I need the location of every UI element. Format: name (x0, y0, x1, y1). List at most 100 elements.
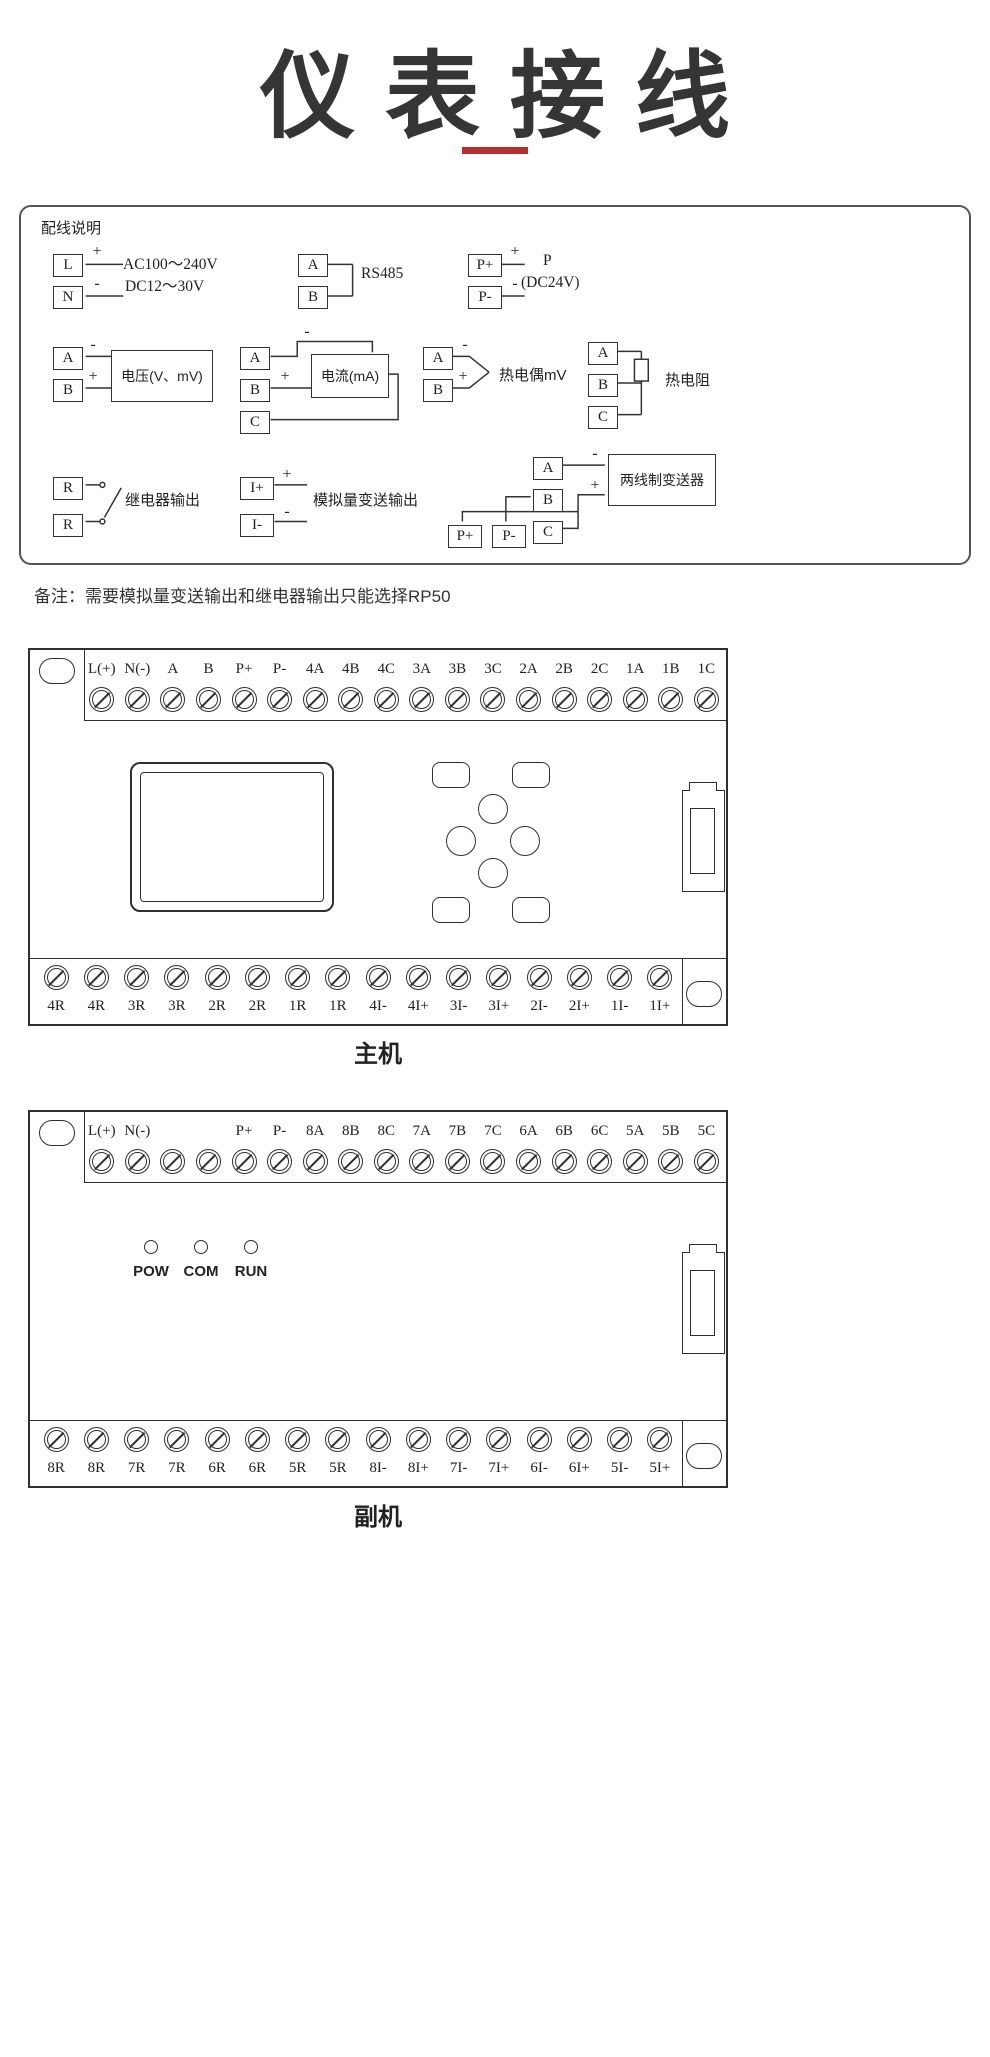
current-input-box: 电流(mA) (311, 354, 389, 398)
bottom-terminal-strip: 4R 4R 3R 3R 2R 2R (36, 962, 680, 1020)
terminal: L(+) (84, 1114, 120, 1174)
current-wires (270, 340, 399, 421)
terminal: L(+) (84, 652, 120, 712)
terminal-label: 4I- (369, 998, 387, 1014)
voltage-input-box: 电压(V、mV) (111, 350, 213, 402)
strip-line (30, 958, 726, 959)
terminal-label: 8C (377, 1123, 396, 1139)
terminal: 8R (36, 1424, 76, 1482)
indicator: COM (176, 1240, 226, 1280)
terminal-label: B (203, 661, 214, 677)
p24-wires (499, 263, 525, 297)
polarity-plus: + (282, 466, 292, 483)
polarity-minus: - (284, 503, 290, 520)
screw-terminal (373, 687, 399, 712)
terminal-label: 1I+ (649, 998, 671, 1014)
polarity-plus: + (510, 243, 520, 260)
screw-terminal (124, 1427, 150, 1452)
terminal: 7A (404, 1114, 440, 1174)
main-unit-caption: 主机 (354, 1041, 402, 1068)
polarity-minus: - (462, 336, 468, 353)
thermocouple-label: 热电偶mV (499, 367, 567, 384)
terminal: 2I- (519, 962, 559, 1020)
terminal: 2I+ (559, 962, 599, 1020)
terminal: P- (262, 652, 298, 712)
screw-terminal (486, 1427, 512, 1452)
screw-terminal (244, 1427, 270, 1452)
terminal-label: 6R (248, 1460, 267, 1476)
terminal-box-B: B (53, 379, 83, 402)
terminal-label: 6C (590, 1123, 609, 1139)
terminal-box-B: B (240, 379, 270, 402)
terminal-label: 3R (168, 998, 186, 1014)
screw-terminal (658, 687, 684, 712)
page-title: 仪表接线 (259, 44, 760, 150)
left-key (446, 826, 476, 856)
terminal: 8A (297, 1114, 333, 1174)
terminal: 1B (653, 652, 689, 712)
terminal-label: 8I+ (407, 1460, 429, 1476)
p24-label: P (543, 252, 552, 269)
screw-terminal (446, 965, 472, 990)
screw-terminal (373, 1149, 399, 1174)
terminal-label: 7A (412, 1123, 432, 1139)
two-wire-transmitter-box: 两线制变送器 (608, 454, 716, 506)
thermocouple-wires (451, 355, 490, 389)
terminal-label: 1C (697, 661, 716, 677)
screw-terminal (43, 965, 69, 990)
terminal: N(-) (120, 1114, 156, 1174)
strip-divider (84, 1112, 85, 1182)
terminal: 6C (582, 1114, 618, 1174)
terminal-label: P+ (235, 661, 253, 677)
screw-terminal (124, 1149, 150, 1174)
terminal-box-I-minus: I- (240, 514, 274, 537)
terminal-label: 7C (484, 1123, 502, 1139)
screw-terminal (204, 965, 230, 990)
function-key-top-right (512, 762, 550, 788)
terminal: 6B (546, 1114, 582, 1174)
screw-terminal (89, 1149, 115, 1174)
led-indicator (244, 1240, 258, 1254)
terminal-label: 2I- (530, 998, 548, 1014)
screw-terminal (302, 1149, 328, 1174)
terminal-box-P-plus: P+ (448, 525, 482, 548)
polarity-plus: + (92, 243, 102, 260)
terminal-label: 6R (208, 1460, 226, 1476)
terminal-label: 5I- (610, 1460, 629, 1476)
indicator: RUN (226, 1240, 276, 1280)
terminal-box-A: A (298, 254, 328, 277)
p24-sublabel: (DC24V) (521, 274, 580, 291)
screw-terminal (607, 1427, 633, 1452)
terminal: 3I- (439, 962, 479, 1020)
terminal-label: 2R (208, 998, 226, 1014)
terminal-label: A (167, 661, 179, 677)
terminal: A (155, 652, 191, 712)
terminal-label: 3R (127, 998, 146, 1014)
mounting-hole (686, 981, 722, 1007)
terminal-box-A: A (53, 347, 83, 370)
terminal: 7C (475, 1114, 511, 1174)
screw-terminal (551, 1149, 577, 1174)
terminal: 5R (278, 1424, 318, 1482)
terminal-label: 2A (519, 661, 538, 677)
screw-terminal (267, 687, 293, 712)
terminal-box-R: R (53, 514, 83, 537)
polarity-plus: + (280, 368, 290, 385)
terminal (191, 1114, 227, 1174)
terminal-label: 2B (555, 661, 573, 677)
rs485-wires (327, 263, 354, 297)
terminal-box-C: C (533, 521, 563, 544)
screw-terminal (365, 1427, 391, 1452)
terminal: B (191, 652, 227, 712)
terminal: 7I- (439, 1424, 479, 1482)
title-accent-bar (462, 147, 528, 154)
terminal-label: 1R (288, 998, 307, 1014)
screw-terminal (526, 1427, 552, 1452)
terminal: 5R (318, 1424, 358, 1482)
screw-terminal (622, 687, 648, 712)
terminal: 4B (333, 652, 369, 712)
terminal-label: 8R (47, 1460, 65, 1476)
screw-terminal (516, 687, 542, 712)
rtd-label: 热电阻 (665, 372, 711, 389)
terminal: 1R (318, 962, 358, 1020)
